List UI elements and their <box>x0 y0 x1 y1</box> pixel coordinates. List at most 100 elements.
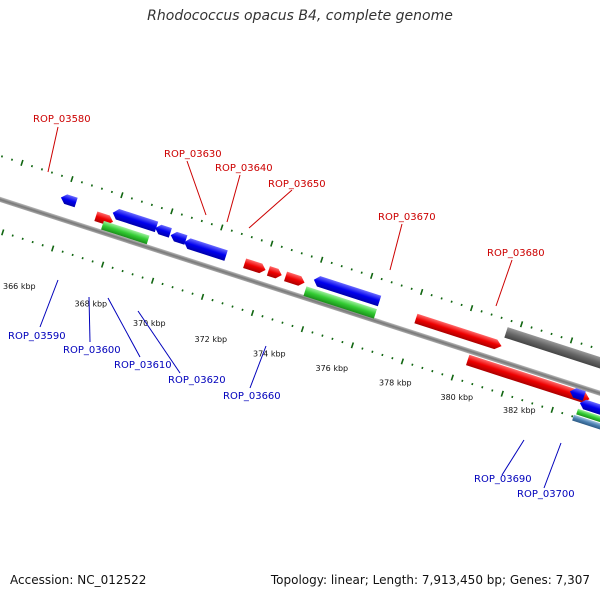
bottom-ruler-minor-tick <box>171 286 174 289</box>
top-ruler-minor-tick <box>510 319 513 323</box>
gene-rop03650[interactable] <box>284 271 306 288</box>
bottom-label-leaders <box>39 279 562 489</box>
top-ruler-minor-tick <box>130 197 133 200</box>
gene-rev-a[interactable] <box>59 193 78 208</box>
top-ruler-major-tick <box>270 240 274 247</box>
gene-rop03620[interactable] <box>182 237 228 261</box>
axis-tick-label: 378 kbp <box>379 379 412 388</box>
bottom-ruler-minor-tick <box>461 379 464 382</box>
bottom-ruler-minor-tick <box>381 353 384 357</box>
bottom-dotted-ruler <box>1 229 594 424</box>
label-rop03580: ROP_03580 <box>33 114 91 125</box>
gene-rop03700-other[interactable] <box>572 414 600 431</box>
track <box>0 155 600 431</box>
bottom-ruler-minor-tick <box>191 292 194 295</box>
gene-rop03700[interactable] <box>578 398 600 418</box>
bottom-ruler-minor-tick <box>411 363 414 366</box>
bottom-ruler-minor-tick <box>311 331 314 334</box>
bottom-ruler-minor-tick <box>331 337 334 341</box>
bottom-ruler-minor-tick <box>571 415 574 418</box>
gene-rop03590-rna[interactable] <box>101 220 150 245</box>
bottom-ruler-minor-tick <box>421 366 424 370</box>
top-ruler-major-tick <box>370 272 374 279</box>
top-ruler-major-tick <box>220 224 224 231</box>
top-ruler-minor-tick <box>110 190 113 194</box>
bottom-ruler-major-tick <box>250 309 255 317</box>
label-rop03620: ROP_03620 <box>168 375 226 386</box>
top-ruler-minor-tick <box>60 174 64 178</box>
top-ruler-minor-tick <box>590 345 593 349</box>
gene-rop03640[interactable] <box>266 266 283 280</box>
top-dotted-ruler <box>0 155 593 349</box>
bottom-ruler-major-tick <box>1 229 5 236</box>
top-ruler-minor-tick <box>530 326 533 329</box>
gene-rop03590[interactable] <box>111 207 159 233</box>
top-ruler-minor-tick <box>160 206 163 210</box>
label-rop03640: ROP_03640 <box>215 163 273 174</box>
axis-tick-label: 376 kbp <box>316 364 349 373</box>
top-ruler-minor-tick <box>200 219 203 223</box>
bottom-ruler-minor-tick <box>181 289 184 292</box>
bottom-ruler-minor-tick <box>271 318 274 321</box>
top-ruler-major-tick <box>519 321 524 328</box>
top-ruler-minor-tick <box>140 200 143 203</box>
top-ruler-minor-tick <box>560 335 563 339</box>
top-ruler-minor-tick <box>150 203 153 207</box>
gene-rop03680-rev[interactable] <box>466 354 591 405</box>
bottom-ruler-minor-tick <box>561 411 564 415</box>
gene-rop03690[interactable] <box>568 387 586 401</box>
bottom-ruler-minor-tick <box>321 334 324 337</box>
bottom-ruler-minor-tick <box>21 237 24 241</box>
bottom-ruler-minor-tick <box>471 382 474 386</box>
top-label-leaders <box>47 126 513 307</box>
top-ruler-minor-tick <box>290 248 293 252</box>
top-ruler-minor-tick <box>310 255 313 258</box>
bottom-ruler-major-tick <box>300 326 305 333</box>
label-rop03700: ROP_03700 <box>517 489 575 500</box>
gene-rop03660[interactable] <box>312 275 382 307</box>
gene-rop03630[interactable] <box>243 258 267 274</box>
bottom-ruler-minor-tick <box>161 282 164 286</box>
bottom-ruler-minor-tick <box>281 321 284 324</box>
top-ruler-minor-tick <box>380 277 383 281</box>
top-ruler-minor-tick <box>550 332 553 336</box>
label-rop03690: ROP_03690 <box>474 474 532 485</box>
topology-text: Topology: linear; Length: 7,913,450 bp; … <box>270 573 590 587</box>
bottom-ruler-minor-tick <box>531 402 534 405</box>
bottom-ruler-minor-tick <box>371 350 374 353</box>
gene-rop03580[interactable] <box>94 211 114 226</box>
bottom-ruler-minor-tick <box>81 256 84 260</box>
bottom-ruler-minor-tick <box>221 302 224 305</box>
gene-rop03610[interactable] <box>169 230 188 245</box>
top-ruler-major-tick <box>569 337 574 344</box>
bottom-ruler-minor-tick <box>121 269 124 273</box>
axis-tick-label: 382 kbp <box>503 406 536 415</box>
label-rop03660: ROP_03660 <box>223 391 281 402</box>
top-ruler-minor-tick <box>580 342 583 345</box>
gene-rop03660-rna[interactable] <box>303 286 377 319</box>
gene-rop03680[interactable] <box>504 327 600 379</box>
gene-rop03700-rna[interactable] <box>576 408 600 425</box>
bottom-ruler-major-tick <box>150 277 155 284</box>
top-ruler-minor-tick <box>430 294 433 297</box>
top-ruler-minor-tick <box>390 281 393 284</box>
gene-rop03670[interactable] <box>414 313 503 351</box>
gene-rop03600[interactable] <box>154 223 172 238</box>
top-ruler-major-tick <box>70 175 74 183</box>
bottom-gene-labels: ROP_03590 ROP_03600 ROP_03610 ROP_03620 … <box>8 331 575 500</box>
axis-tick-label: 374 kbp <box>253 349 286 358</box>
bottom-ruler-minor-tick <box>41 244 44 247</box>
bottom-ruler-minor-tick <box>61 250 64 253</box>
bottom-ruler-major-tick <box>400 358 405 365</box>
top-ruler-minor-tick <box>40 168 44 171</box>
top-ruler-minor-tick <box>50 171 54 174</box>
top-ruler-minor-tick <box>340 264 343 268</box>
bottom-ruler-minor-tick <box>541 405 544 408</box>
label-rop03590: ROP_03590 <box>8 331 66 342</box>
bottom-ruler-major-tick <box>500 390 504 397</box>
axis-tick-label: 366 kbp <box>3 282 36 291</box>
top-ruler-minor-tick <box>210 223 213 226</box>
top-ruler-minor-tick <box>500 316 503 320</box>
bottom-ruler-minor-tick <box>141 276 144 279</box>
